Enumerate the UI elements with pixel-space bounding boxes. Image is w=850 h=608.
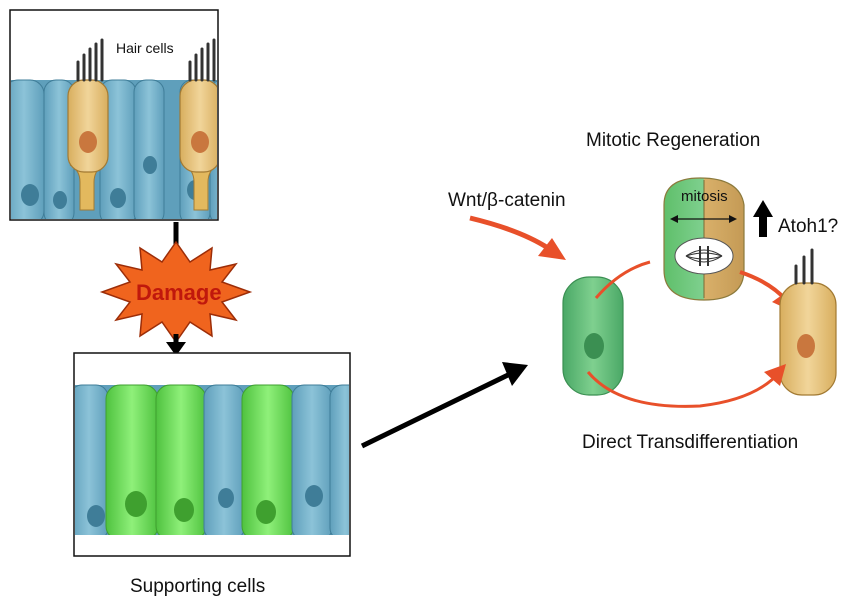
direct-transdifferentiation-label: Direct Transdifferentiation [582,432,799,453]
regenerated-hair-cell [779,248,837,396]
arrow-head [502,362,528,386]
up-arrow-icon [753,200,773,237]
supporting-cell [562,276,624,396]
mitotic-regeneration-label: Mitotic Regeneration [586,130,761,151]
spindle-icon [685,246,723,266]
direct-transdiff-arrow [586,371,778,408]
wnt-arrow [469,215,550,251]
arrow-head [538,238,566,260]
hair-cells-panel [9,9,219,221]
damage-label: Damage [136,280,222,305]
hair-cell [67,38,109,211]
hair-cell [179,38,217,211]
mitotic-cell [663,177,745,301]
stereocilia-bundle [188,38,216,82]
supporting-cells-panel [73,352,351,557]
mitosis-to-hair-arrow [739,270,788,302]
supporting-cells-label: Supporting cells [130,576,266,597]
arrow-to-regeneration [360,372,510,449]
atoh1-label: Atoh1? [778,216,839,237]
stereocilia-bundle [76,38,104,82]
mitosis-label: mitosis [681,188,728,205]
arrow-head [166,342,186,356]
mitosis-path-arrow [594,260,651,299]
stereocilia-bundle [794,248,814,285]
hair-cells-label: Hair cells [116,40,174,56]
arrow-head [764,364,786,386]
wnt-label: Wnt/β-catenin [448,190,566,211]
